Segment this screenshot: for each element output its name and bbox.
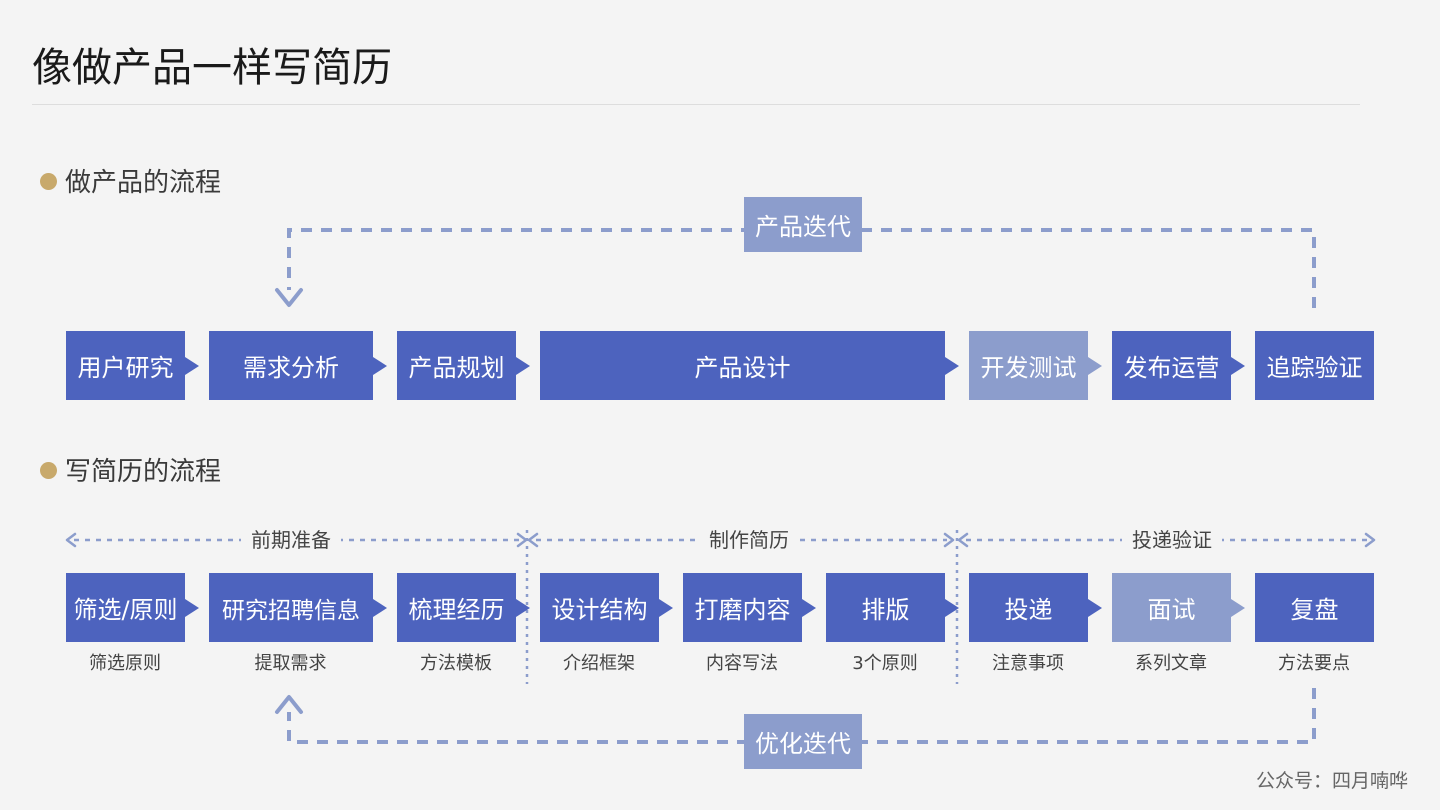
resume-loop-arrowhead xyxy=(275,695,303,714)
resume-experience-review-step: 梳理经历 xyxy=(397,573,530,642)
bullet-dot xyxy=(40,173,57,190)
product-product-planning-step-label: 产品规划 xyxy=(408,354,505,382)
flow-arrow-icon xyxy=(945,598,959,617)
product-dev-testing-step: 开发测试 xyxy=(969,331,1102,400)
product-requirement-analysis-step-label: 需求分析 xyxy=(243,354,339,382)
resume-section-heading-text: 写简历的流程 xyxy=(65,457,222,487)
footer-credit: 公众号：四月喃哗 xyxy=(1255,770,1408,792)
resume-experience-review-step-label: 梳理经历 xyxy=(408,596,505,624)
product-dev-testing-step-label: 开发测试 xyxy=(980,354,1077,382)
resume-interview-step: 面试 xyxy=(1112,573,1245,642)
flow-arrow-icon xyxy=(1088,356,1102,375)
product-section-heading: 做产品的流程 xyxy=(40,166,221,200)
phase-arrow-1-left xyxy=(65,532,77,548)
product-release-operation-step: 发布运营 xyxy=(1112,331,1245,400)
resume-job-posting-research-step-label: 研究招聘信息 xyxy=(222,597,360,624)
phase-arrow-1-right xyxy=(516,532,528,548)
resume-application-step: 投递 xyxy=(969,573,1102,642)
resume-content-polish-step-label: 打磨内容 xyxy=(694,596,791,624)
resume-review-caption: 方法要点 xyxy=(1278,653,1350,674)
flow-arrow-icon xyxy=(802,598,816,617)
resume-job-posting-research-step: 研究招聘信息 xyxy=(209,573,387,642)
resume-job-posting-research-caption: 提取需求 xyxy=(254,653,327,674)
resume-section-heading: 写简历的流程 xyxy=(40,455,221,489)
product-section-heading-text: 做产品的流程 xyxy=(65,168,222,198)
resume-content-polish-step: 打磨内容 xyxy=(683,573,816,642)
resume-review-step: 复盘 xyxy=(1255,573,1374,642)
flow-arrow-icon xyxy=(373,356,387,375)
product-user-research-step-label: 用户研究 xyxy=(77,354,174,382)
phase-label-make: 制作简历 xyxy=(699,526,799,554)
phase-arrow-3-right xyxy=(1364,532,1376,548)
phase-arrow-2-right xyxy=(943,532,955,548)
product-product-planning-step: 产品规划 xyxy=(397,331,530,400)
product-iteration-badge: 产品迭代 xyxy=(744,197,862,252)
product-loop-arrowhead xyxy=(275,288,303,307)
resume-screening-principles-caption: 筛选原则 xyxy=(89,653,161,674)
flow-arrow-icon xyxy=(1231,356,1245,375)
phase-arrow-2-left xyxy=(527,532,539,548)
resume-layout-step: 排版 xyxy=(826,573,959,642)
flow-arrow-icon xyxy=(185,356,199,375)
resume-structure-design-step-label: 设计结构 xyxy=(551,596,648,624)
phase-arrow-3-left xyxy=(957,532,969,548)
phase-label-deliver: 投递验证 xyxy=(1122,526,1222,554)
resume-structure-design-step: 设计结构 xyxy=(540,573,673,642)
product-requirement-analysis-step: 需求分析 xyxy=(209,331,387,400)
resume-screening-principles-step-label: 筛选/原则 xyxy=(73,596,178,624)
product-product-design-step: 产品设计 xyxy=(540,331,959,400)
product-release-operation-step-label: 发布运营 xyxy=(1123,354,1220,382)
resume-iteration-badge: 优化迭代 xyxy=(744,714,862,769)
page-title: 像做产品一样写简历 xyxy=(32,45,392,91)
bullet-dot xyxy=(40,462,57,479)
resume-screening-principles-step: 筛选/原则 xyxy=(66,573,199,642)
flow-arrow-icon xyxy=(945,356,959,375)
title-divider xyxy=(32,104,1360,105)
flow-arrow-icon xyxy=(1231,598,1245,617)
product-tracking-validation-step: 追踪验证 xyxy=(1255,331,1374,400)
resume-layout-caption: 3个原则 xyxy=(852,653,918,674)
flow-arrow-icon xyxy=(185,598,199,617)
resume-application-step-label: 投递 xyxy=(1004,596,1053,624)
resume-experience-review-caption: 方法模板 xyxy=(420,653,492,674)
product-user-research-step: 用户研究 xyxy=(66,331,199,400)
flow-arrow-icon xyxy=(659,598,673,617)
resume-interview-step-label: 面试 xyxy=(1147,596,1196,624)
resume-application-caption: 注意事项 xyxy=(992,653,1064,674)
resume-review-step-label: 复盘 xyxy=(1290,596,1339,624)
flow-arrow-icon xyxy=(1088,598,1102,617)
resume-interview-caption: 系列文章 xyxy=(1135,653,1207,674)
resume-layout-step-label: 排版 xyxy=(861,596,910,624)
flow-arrow-icon xyxy=(516,356,530,375)
phase-label-prep: 前期准备 xyxy=(241,526,341,554)
resume-content-polish-caption: 内容写法 xyxy=(706,653,778,674)
flow-arrow-icon xyxy=(373,598,387,617)
resume-structure-design-caption: 介绍框架 xyxy=(563,653,635,674)
flow-arrow-icon xyxy=(516,598,530,617)
product-tracking-validation-step-label: 追踪验证 xyxy=(1266,354,1363,382)
product-product-design-step-label: 产品设计 xyxy=(694,354,791,382)
